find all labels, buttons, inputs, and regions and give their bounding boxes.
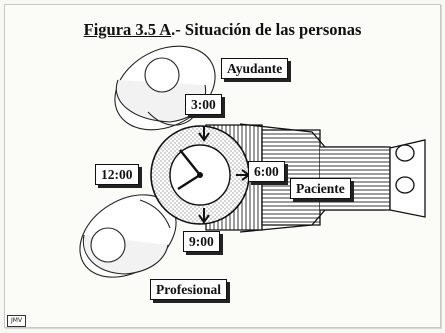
label-pos-9: 9:00 (183, 231, 220, 252)
label-professional: Profesional (150, 279, 227, 300)
label-patient: Paciente (290, 178, 351, 199)
professional-figure (79, 194, 177, 278)
pointer-9 (198, 208, 210, 224)
figure-title: Figura 3.5 A.- Situación de las personas (0, 20, 445, 40)
label-assistant: Ayudante (221, 58, 289, 79)
author-initials: JMV (7, 315, 27, 327)
pointer-3 (198, 126, 210, 142)
figure-number: Figura 3.5 A (83, 20, 172, 39)
clock (150, 125, 251, 225)
clock-hour-hand (179, 149, 201, 176)
figure-caption: .- Situación de las personas (171, 20, 362, 39)
label-pos-12: 12:00 (95, 164, 139, 185)
clock-minute-hand (177, 173, 201, 191)
patient-chair (205, 123, 426, 233)
label-pos-6: 6:00 (248, 161, 285, 182)
label-pos-3: 3:00 (185, 94, 222, 115)
